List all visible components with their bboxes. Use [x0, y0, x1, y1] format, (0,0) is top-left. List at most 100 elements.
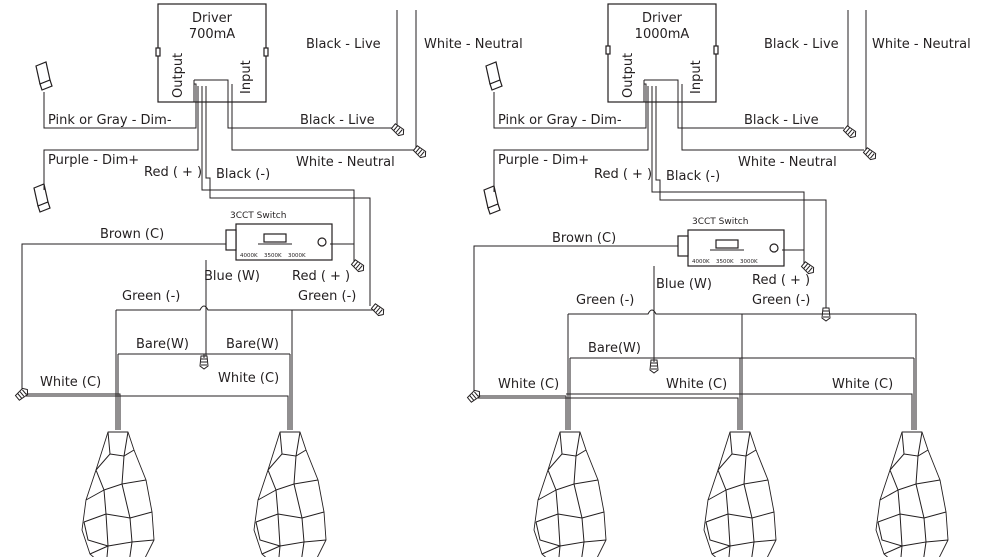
left-switch-k2: 3500K: [264, 253, 282, 259]
right-brown-wire: [473, 245, 678, 392]
left-driver-rating: 700mA: [189, 27, 235, 42]
right-black-minus: Black (-): [666, 169, 720, 184]
left-dim-plus-wire: [43, 86, 199, 190]
right-green-minus-right: Green (-): [752, 293, 810, 308]
right-switch-k2: 3500K: [716, 259, 734, 265]
right-driver-title: Driver: [642, 11, 683, 26]
right-pendant-3: [875, 431, 949, 557]
left-black-minus: Black (-): [216, 167, 270, 182]
right-white-c-1: White (C): [498, 377, 559, 392]
left-switch-k3: 3000K: [288, 253, 306, 259]
left-brown-wire: [21, 243, 226, 390]
right-diagram: Driver 1000mA Output Input Black - Live …: [466, 3, 971, 557]
left-dim-minus-clip: [35, 61, 53, 91]
right-switch-k3: 3000K: [740, 259, 758, 265]
left-black-wire: [205, 86, 371, 306]
left-input-label: Input: [239, 60, 254, 94]
right-dim-minus-clip: [485, 61, 503, 91]
left-green-minus-left: Green (-): [122, 289, 180, 304]
left-switch-slider: [263, 233, 287, 243]
left-wire-nut-live: [390, 122, 407, 139]
right-blue-w: Blue (W): [656, 277, 712, 292]
right-white-c-wire: [478, 393, 913, 430]
right-wire-nut-live: [842, 124, 859, 141]
right-red-wire: [651, 86, 805, 264]
left-black-live-wire: [227, 84, 392, 129]
right-pendant-2: [703, 431, 777, 557]
left-pink-gray-dim: Pink or Gray - Dim-: [48, 113, 172, 128]
right-red-plus: Red ( + ): [594, 167, 652, 182]
right-red-plus-2: Red ( + ): [752, 273, 810, 288]
left-bare-w-2: Bare(W): [226, 337, 279, 352]
left-red-switch-wire: [330, 243, 355, 262]
right-green-minus-left: Green (-): [576, 293, 634, 308]
left-green-drops: [115, 310, 293, 430]
right-red-switch-wire: [782, 249, 805, 264]
left-red-plus-2: Red ( + ): [292, 269, 350, 284]
right-green-drops: [567, 314, 917, 430]
left-pendant-2: [253, 431, 327, 557]
left-driver-tab: [155, 47, 161, 57]
right-switch-slider: [715, 239, 739, 249]
right-switch-screw: [769, 243, 779, 253]
left-output-label: Output: [171, 53, 186, 98]
right-black-wire: [655, 86, 827, 308]
left-wire-nut-neutral: [412, 144, 429, 161]
left-blue-w: Blue (W): [204, 269, 260, 284]
right-bare-wire: [569, 357, 915, 430]
right-brown-c: Brown (C): [552, 231, 616, 246]
right-dim-plus-wire: [493, 86, 649, 192]
left-white-c-2: White (C): [218, 371, 279, 386]
left-bare-w-1: Bare(W): [136, 337, 189, 352]
right-dim-minus-wire: [493, 83, 647, 129]
left-dim-minus-wire: [43, 83, 197, 129]
right-top-white-neutral: White - Neutral: [872, 37, 971, 52]
left-driver-tab: [263, 47, 269, 57]
right-driver-tab: [605, 45, 611, 55]
right-driver-tab: [713, 45, 719, 55]
right-wire-nut-neutral: [862, 146, 879, 163]
right-bare-w: Bare(W): [588, 341, 641, 356]
left-driver-title: Driver: [192, 11, 233, 26]
left-bare-wire: [117, 353, 291, 430]
right-switch-title: 3CCT Switch: [692, 217, 748, 227]
left-diagram: Driver 700mA Output Input Black - Live W…: [14, 3, 523, 557]
left-white-c-1: White (C): [40, 375, 101, 390]
right-driver-box: [607, 3, 717, 103]
left-wire-nut-red: [350, 258, 367, 275]
right-driver-rating: 1000mA: [635, 27, 690, 42]
left-brown-c: Brown (C): [100, 227, 164, 242]
left-top-black-live: Black - Live: [306, 37, 381, 52]
left-red-plus: Red ( + ): [144, 165, 202, 180]
right-output-label: Output: [621, 53, 636, 98]
right-black-live: Black - Live: [744, 113, 819, 128]
right-black-live-wire: [677, 84, 844, 129]
left-top-white-neutral: White - Neutral: [424, 37, 523, 52]
right-white-neutral-wire: [681, 84, 864, 151]
right-top-black-live: Black - Live: [764, 37, 839, 52]
left-switch-k1: 4000K: [240, 253, 258, 259]
right-white-c-3: White (C): [832, 377, 893, 392]
left-white-c-wire: [26, 393, 289, 430]
left-white-neutral: White - Neutral: [296, 155, 395, 170]
right-purple-dim: Purple - Dim+: [498, 153, 589, 168]
left-green-minus-right: Green (-): [298, 289, 356, 304]
left-red-wire: [201, 86, 355, 262]
left-dim-plus-clip: [33, 183, 51, 213]
left-switch-screw: [317, 237, 327, 247]
left-black-live: Black - Live: [300, 113, 375, 128]
left-driver-box: [157, 3, 267, 103]
right-white-c-2: White (C): [666, 377, 727, 392]
left-pendant-1: [81, 431, 155, 557]
right-input-label: Input: [689, 60, 704, 94]
left-white-neutral-wire: [231, 84, 414, 151]
right-pink-gray-dim: Pink or Gray - Dim-: [498, 113, 622, 128]
left-switch-ear: [225, 229, 237, 251]
right-switch-k1: 4000K: [692, 259, 710, 265]
left-switch-title: 3CCT Switch: [230, 211, 286, 221]
right-dim-plus-clip: [483, 185, 501, 215]
right-switch-ear: [677, 235, 689, 257]
left-purple-dim: Purple - Dim+: [48, 153, 139, 168]
